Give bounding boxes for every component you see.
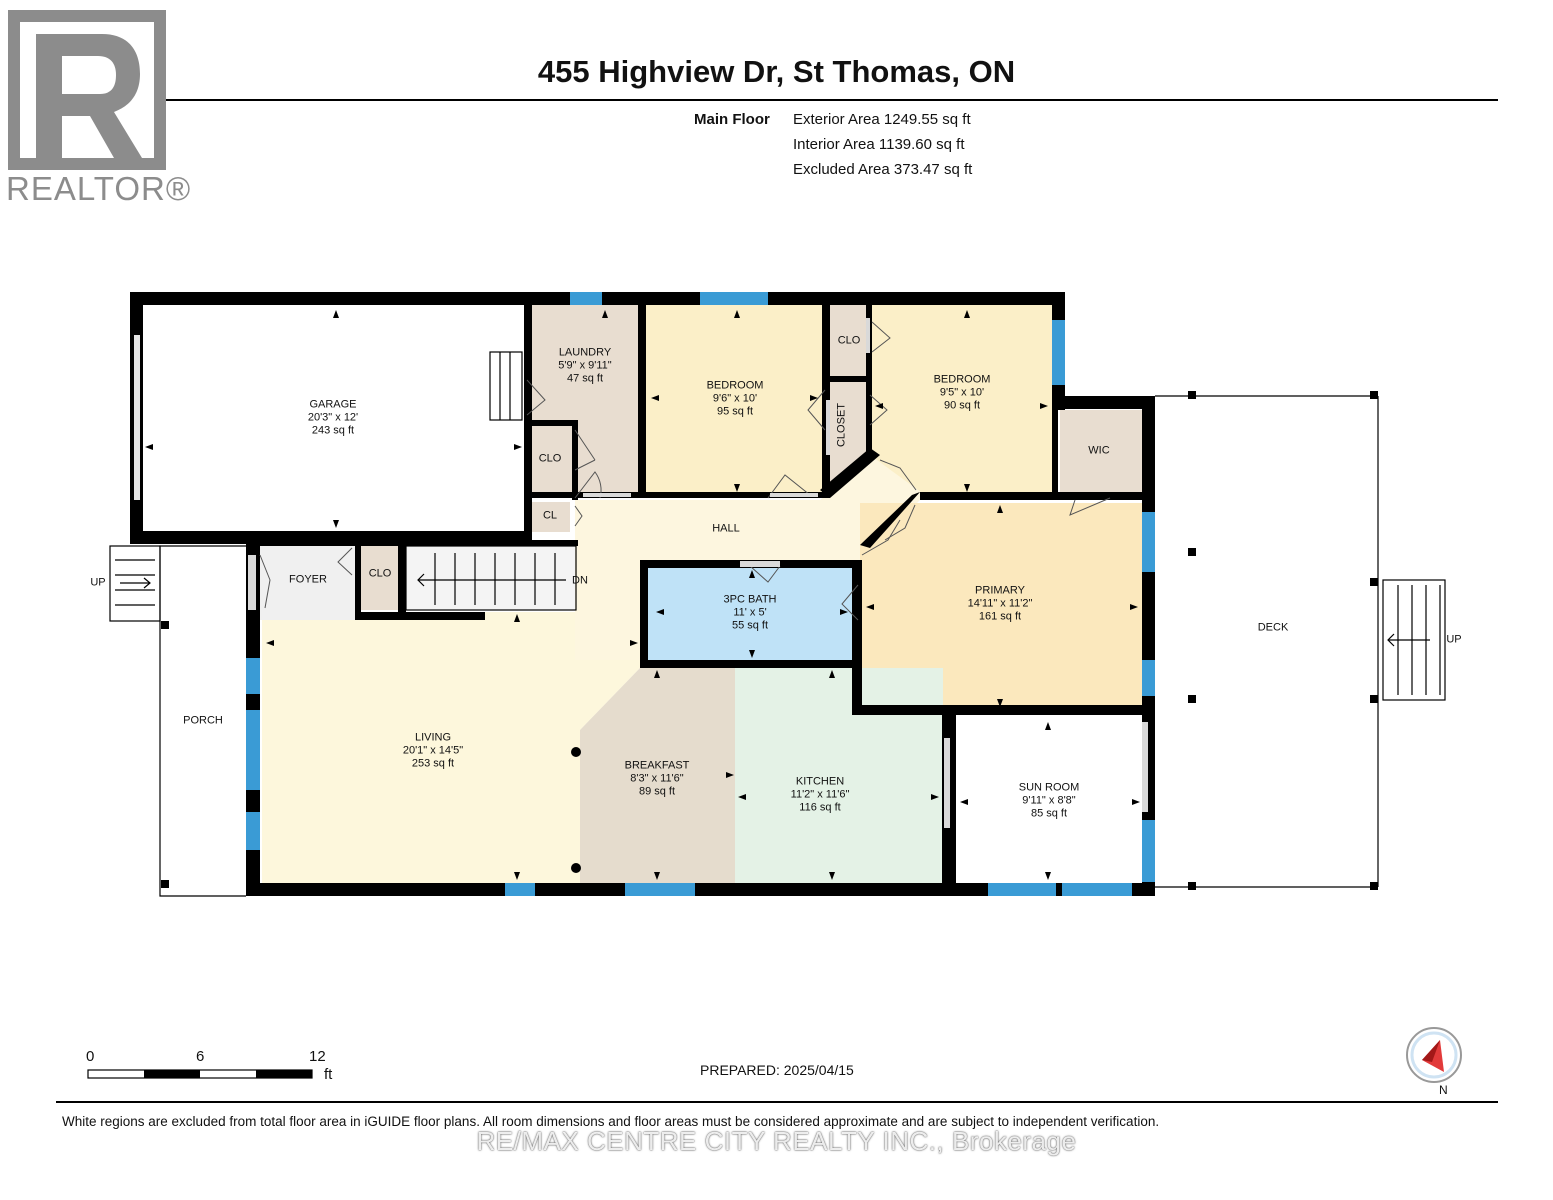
room-dims: 14'11" x 11'2" [967,597,1033,610]
room-name: GARAGE [309,398,357,411]
room-dims: 9'11" x 8'8" [1022,794,1076,807]
sunroom-fill [955,718,1143,885]
room-name: BEDROOM [933,373,991,386]
realtor-wordmark: REALTOR® [6,170,192,207]
clo-laundry-fill [530,425,570,495]
room-dims: 9'6" x 10' [712,392,758,405]
room-dims: 9'5" x 10' [939,386,985,399]
wic-fill [1060,410,1142,495]
room-porch: PORCH [183,714,223,727]
room-clo-laundry: CLO [538,452,562,465]
excluded-area: Excluded Area 373.47 sq ft [793,161,973,178]
compass-north-label: N [1439,1083,1448,1097]
room-closet: CLOSET [835,402,848,448]
bedroom1-fill [645,305,825,495]
hall-fill [575,455,925,660]
room-primary: PRIMARY 14'11" x 11'2" 161 sq ft [968,585,1033,624]
room-area: 253 sq ft [411,757,455,770]
interior-area: Interior Area 1139.60 sq ft [793,136,965,153]
garage-fill [140,305,528,530]
foyer-fill [255,540,355,620]
scale-tick-12: 12 [309,1048,326,1065]
room-name: BREAKFAST [624,759,690,772]
room-sunroom: SUN ROOM 9'11" x 8'8" 85 sq ft [1019,782,1080,821]
header-rule [56,99,1498,101]
room-area: 55 sq ft [731,619,769,632]
room-dims: 8'3" x 11'6" [630,772,684,785]
room-area: 90 sq ft [943,399,981,412]
room-area: 95 sq ft [716,405,754,418]
exterior-area: Exterior Area 1249.55 sq ft [793,111,971,128]
room-deck: DECK [1257,621,1289,634]
kitchen-fill [735,668,943,885]
room-living: LIVING 20'1" x 14'5" 253 sq ft [403,732,463,771]
stairs-down-label: DN [572,574,588,587]
room-area: 161 sq ft [978,610,1022,623]
room-bedroom-1: BEDROOM 9'6" x 10' 95 sq ft [707,380,764,419]
bath-fill [646,566,854,661]
room-cl: CL [542,509,558,522]
room-name: LIVING [414,731,452,744]
room-dims: 11' x 5' [733,606,767,619]
room-laundry: LAUNDRY 5'9" x 9'11" 47 sq ft [558,347,611,386]
page-title: 455 Highview Dr, St Thomas, ON [537,54,1016,89]
prepared-date: PREPARED: 2025/04/15 [700,1062,854,1078]
cl-fill [530,502,570,532]
clo-top-fill [830,305,868,377]
room-name: LAUNDRY [558,346,612,359]
room-dims: 11'2" x 11'6" [790,788,850,801]
room-bath: 3PC BATH 11' x 5' 55 sq ft [724,594,777,633]
compass-icon [1406,1027,1462,1083]
room-dims: 5'9" x 9'11" [558,359,612,372]
room-clo-top: CLO [837,334,861,347]
stairs-fill [405,540,575,610]
room-dims: 20'3" x 12' [307,411,359,424]
room-name: BEDROOM [706,379,764,392]
clo-foyer-fill [360,540,400,610]
room-dims: 20'1" x 14'5" [402,744,464,757]
room-hall: HALL [712,522,740,535]
room-wic: WIC [1088,444,1110,457]
room-breakfast: BREAKFAST 8'3" x 11'6" 89 sq ft [625,760,690,799]
room-area: 116 sq ft [799,801,841,814]
living-fill [262,612,640,885]
room-name: 3PC BATH [723,593,777,606]
deck-up-label: UP [1446,633,1462,646]
room-area: 85 sq ft [1030,807,1068,820]
room-kitchen: KITCHEN 11'2" x 11'6" 116 sq ft [791,776,850,815]
disclaimer: White regions are excluded from total fl… [62,1114,1160,1129]
scale-unit: ft [324,1066,333,1083]
room-name: PRIMARY [975,584,1025,597]
realtor-r-logo [8,10,166,170]
porch-up-label: UP [90,576,106,589]
room-area: 47 sq ft [566,372,604,385]
floor-name: Main Floor [694,111,770,128]
room-name: SUN ROOM [1018,781,1080,794]
room-clo-foyer: CLO [368,567,392,580]
brokerage-watermark: RE/MAX CENTRE CITY REALTY INC., Brokerag… [476,1126,1077,1156]
scale-tick-0: 0 [86,1048,95,1065]
room-foyer: FOYER [289,573,327,586]
scale-tick-6: 6 [196,1048,205,1065]
room-bedroom-2: BEDROOM 9'5" x 10' 90 sq ft [934,374,991,413]
breakfast-fill [580,668,735,885]
room-area: 243 sq ft [311,424,355,437]
room-name: KITCHEN [795,775,845,788]
room-garage: GARAGE 20'3" x 12' 243 sq ft [308,399,358,438]
bedroom2-fill [870,305,1053,495]
room-area: 89 sq ft [638,785,676,798]
